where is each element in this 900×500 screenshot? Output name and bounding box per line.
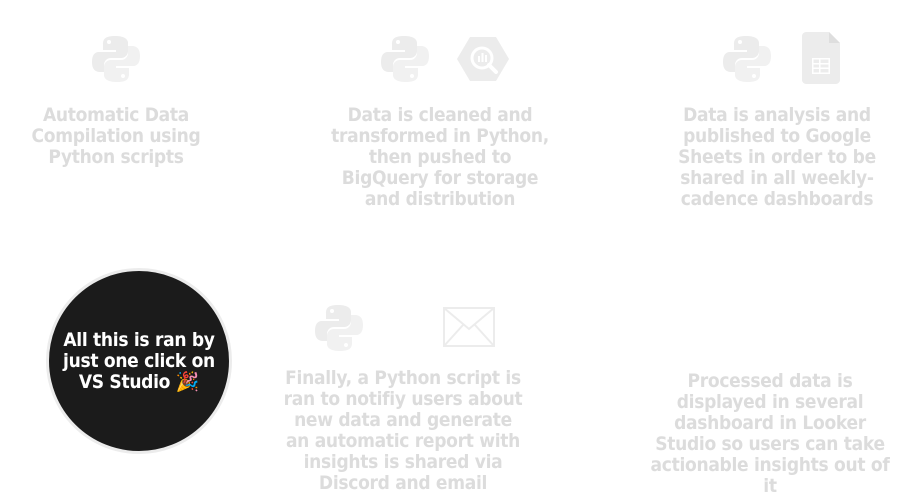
python-icon <box>381 36 429 82</box>
step-2-caption: Data is cleaned and transformed in Pytho… <box>331 104 549 210</box>
python-icon <box>315 305 363 351</box>
python-icon <box>723 36 771 82</box>
step-5-caption: Processed data is displayed in several d… <box>650 370 890 497</box>
step-1-caption: Automatic Data Compilation using Python … <box>31 104 201 168</box>
highlight-text: All this is ran by just one click on VS … <box>63 328 215 393</box>
google-sheets-icon <box>802 32 840 84</box>
highlight-circle: All this is ran by just one click on VS … <box>46 268 232 454</box>
email-icon <box>443 307 495 347</box>
step-3-caption: Data is analysis and published to Google… <box>678 104 876 210</box>
step-4-caption: Finally, a Python script is ran to notif… <box>283 367 523 494</box>
python-icon <box>92 36 140 82</box>
bigquery-icon <box>457 37 509 81</box>
